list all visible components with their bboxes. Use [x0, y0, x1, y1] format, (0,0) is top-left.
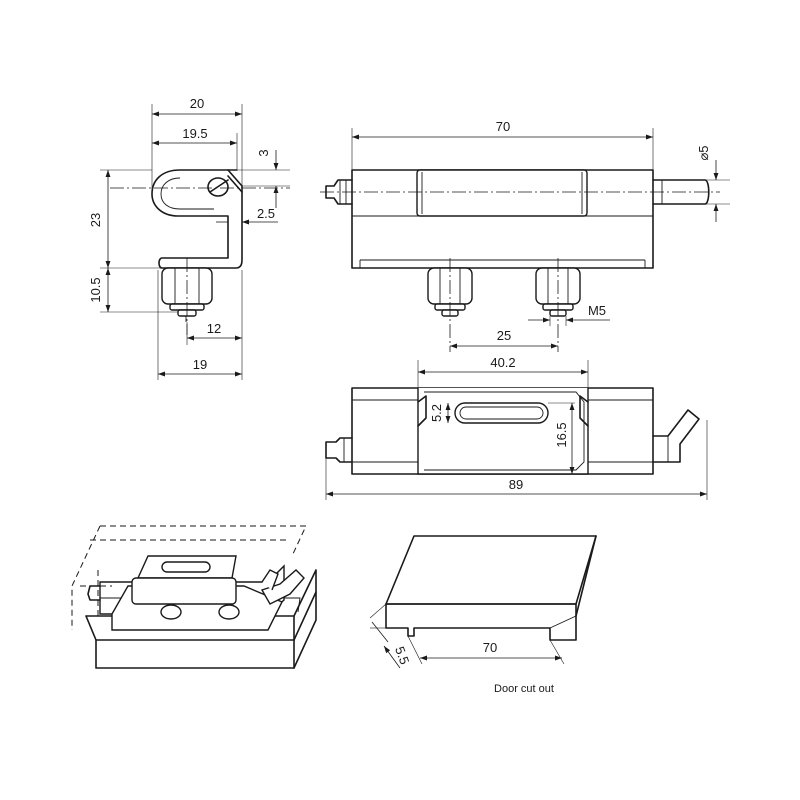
dim-length: 70	[496, 119, 510, 134]
dim-slot-width: 5.2	[429, 404, 444, 422]
dim-stud-length: 10.5	[88, 277, 103, 302]
side-pin-end	[207, 177, 229, 197]
dim-thread: M5	[588, 303, 606, 318]
front-view: 70 ⌀5 25 M5	[320, 119, 730, 352]
dim-stud-offset: 12	[207, 321, 221, 336]
iso-bent-pin	[260, 569, 305, 605]
front-nut-left	[427, 258, 473, 352]
top-slot	[454, 402, 549, 424]
dim-plate-thickness: 2.5	[257, 206, 275, 221]
dim-leaf-length: 40.2	[490, 355, 515, 370]
dim-base-width: 19	[193, 357, 207, 372]
dim-stud-spacing: 25	[497, 328, 511, 343]
cutout-caption: Door cut out	[494, 683, 554, 695]
dim-leaf-width: 16.5	[554, 422, 569, 447]
side-bracket-profile	[151, 169, 243, 269]
iso-frame	[95, 639, 295, 669]
dim-line-cutout-depth	[371, 621, 389, 643]
cutout-door-panel	[385, 535, 597, 641]
front-knuckle	[416, 169, 588, 217]
dim-width-inner: 19.5	[182, 126, 207, 141]
dim-overall-length: 89	[509, 477, 523, 492]
isometric-view	[71, 525, 317, 669]
top-bent-pin	[652, 409, 700, 463]
dim-width-outer: 20	[190, 96, 204, 111]
side-view: 20 19.5 3 23 2.5 10.5 12 19	[88, 96, 290, 380]
dim-cutout-width: 70	[483, 640, 497, 655]
dim-height: 23	[88, 213, 103, 227]
cutout-view: 70 5.5 Door cut out	[369, 535, 597, 695]
top-view: 40.2 5.2 16.5 89	[325, 355, 708, 500]
dim-pin-diameter: ⌀5	[696, 145, 711, 160]
dim-top-offset: 3	[256, 149, 271, 156]
dim-cutout-depth: 5.5	[392, 644, 412, 666]
front-nut-right	[535, 258, 581, 352]
